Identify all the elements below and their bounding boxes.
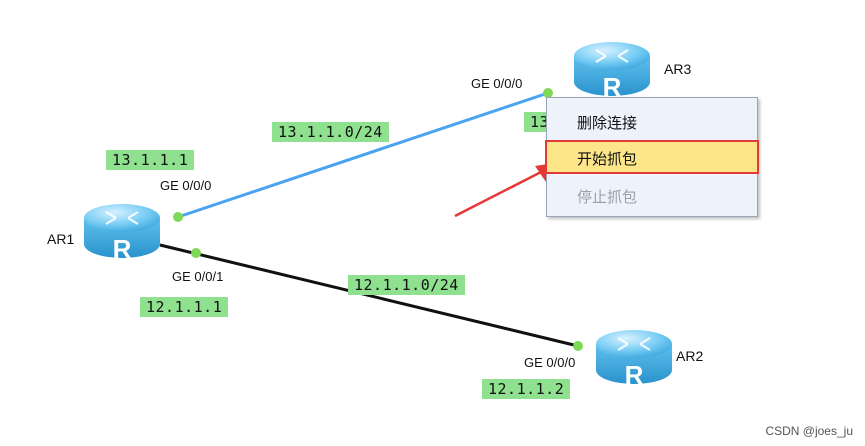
address-tag-ar1-13[interactable]: 13.1.1.1 [106,150,195,170]
router-ar2-glyph: R [625,360,644,390]
interface-ar2-ge000: GE 0/0/0 [524,355,576,370]
port-dot-ar2-ge000[interactable] [573,341,583,351]
network-tag-12[interactable]: 12.1.1.0/24 [348,275,465,295]
address-tag-ar1-12[interactable]: 12.1.1.1 [140,297,229,317]
context-menu: 删除连接 开始抓包 停止抓包 [545,97,759,217]
router-ar3-glyph: R [603,72,622,102]
link-ar1-ar3[interactable] [177,91,549,219]
address-tag-ar2-12[interactable]: 12.1.1.2 [482,379,571,399]
link-ar1-ar2[interactable] [159,243,579,348]
watermark: CSDN @joes_ju [765,424,853,438]
menu-item-start-capture[interactable]: 开始抓包 [545,140,759,174]
pointer-arrow [454,168,546,218]
router-ar1-label: AR1 [47,231,75,247]
network-tag-13[interactable]: 13.1.1.0/24 [272,122,389,142]
router-ar3-label: AR3 [664,61,692,77]
router-ar2-label: AR2 [676,348,704,364]
interface-ar1-ge001: GE 0/0/1 [172,269,224,284]
interface-ar3-ge000: GE 0/0/0 [471,76,523,91]
port-dot-ar1-ge000[interactable] [173,212,183,222]
router-ar1-glyph: R [113,234,132,264]
port-dot-ar1-ge001[interactable] [191,248,201,258]
menu-item-stop-capture: 停止抓包 [577,188,638,206]
port-dot-ar3-ge000[interactable] [543,88,553,98]
menu-item-delete-link[interactable]: 删除连接 [577,114,638,132]
interface-ar1-ge000: GE 0/0/0 [160,178,212,193]
